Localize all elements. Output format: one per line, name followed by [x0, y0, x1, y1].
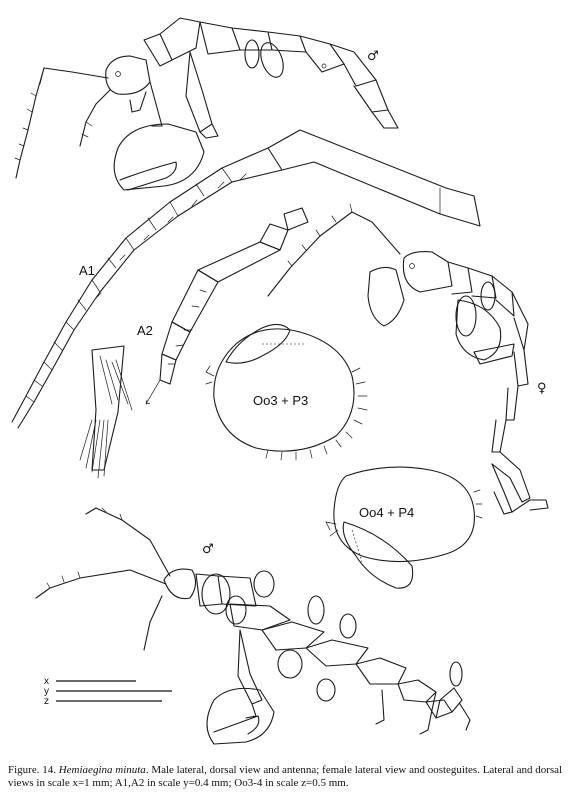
- male-lateral-view: ♂: [14, 17, 399, 191]
- caption-species: Hemiaegina minuta: [58, 764, 146, 776]
- scale-bar-label-y: y: [44, 686, 49, 697]
- antenna-a2: A2: [79, 207, 309, 479]
- antenna-a1: A1: [11, 129, 481, 429]
- male-symbol-top: ♂: [367, 49, 379, 64]
- oostegite-4: Oo4 + P4: [325, 466, 483, 589]
- oostegite-3: Oo3 + P3: [205, 323, 368, 461]
- caption-prefix: Figure. 14.: [8, 764, 56, 776]
- scale-bars: x y z: [44, 676, 172, 707]
- figure-caption: Figure. 14. Hemiaegina minuta. Male late…: [8, 764, 568, 790]
- oo4-label: Oo4 + P4: [359, 505, 414, 520]
- female-symbol: ♀: [537, 381, 547, 396]
- scale-bar-label-z: z: [44, 696, 49, 707]
- scale-bar-label-x: x: [44, 676, 49, 687]
- figure-plate: ♂ A1 A2 Oo3 + P3: [11, 17, 549, 745]
- male-symbol-bottom: ♂: [202, 542, 214, 557]
- female-lateral-view: ♀: [267, 203, 549, 515]
- oo3-label: Oo3 + P3: [253, 393, 308, 408]
- a1-label: A1: [79, 263, 95, 278]
- male-dorsal-view: ♂: [35, 507, 471, 745]
- caption-text: . Male lateral, dorsal view and antenna;…: [8, 764, 563, 789]
- a2-label: A2: [137, 323, 153, 338]
